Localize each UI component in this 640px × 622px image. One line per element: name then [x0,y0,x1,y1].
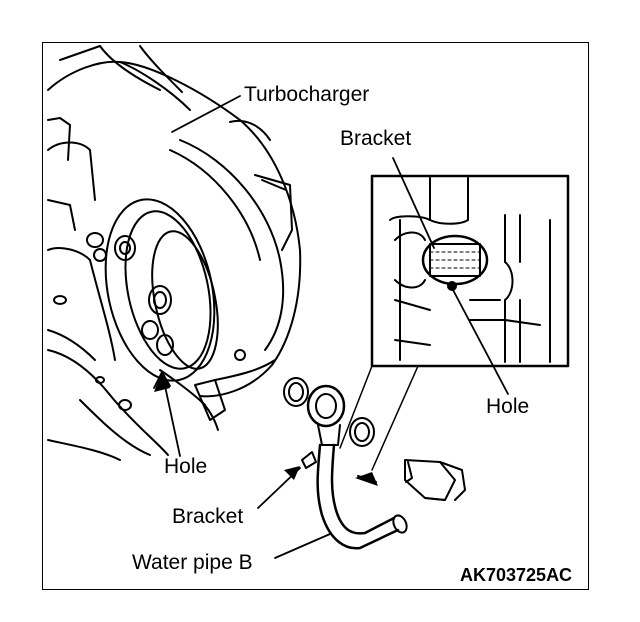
figure-code: AK703725AC [460,565,573,585]
label-hole-main: Hole [164,455,208,478]
leader-lines [153,95,509,559]
fittings-drawing [283,377,466,501]
inset-detail [339,174,570,471]
label-bracket-main: Bracket [172,505,244,528]
water-pipe-drawing [301,443,408,550]
label-turbocharger: Turbocharger [244,83,370,106]
label-bracket-inset: Bracket [340,127,412,150]
label-hole-inset: Hole [486,395,530,418]
turbocharger-drawing [47,45,302,461]
label-water-pipe-b: Water pipe B [132,551,253,574]
insertion-arrow [357,475,377,483]
